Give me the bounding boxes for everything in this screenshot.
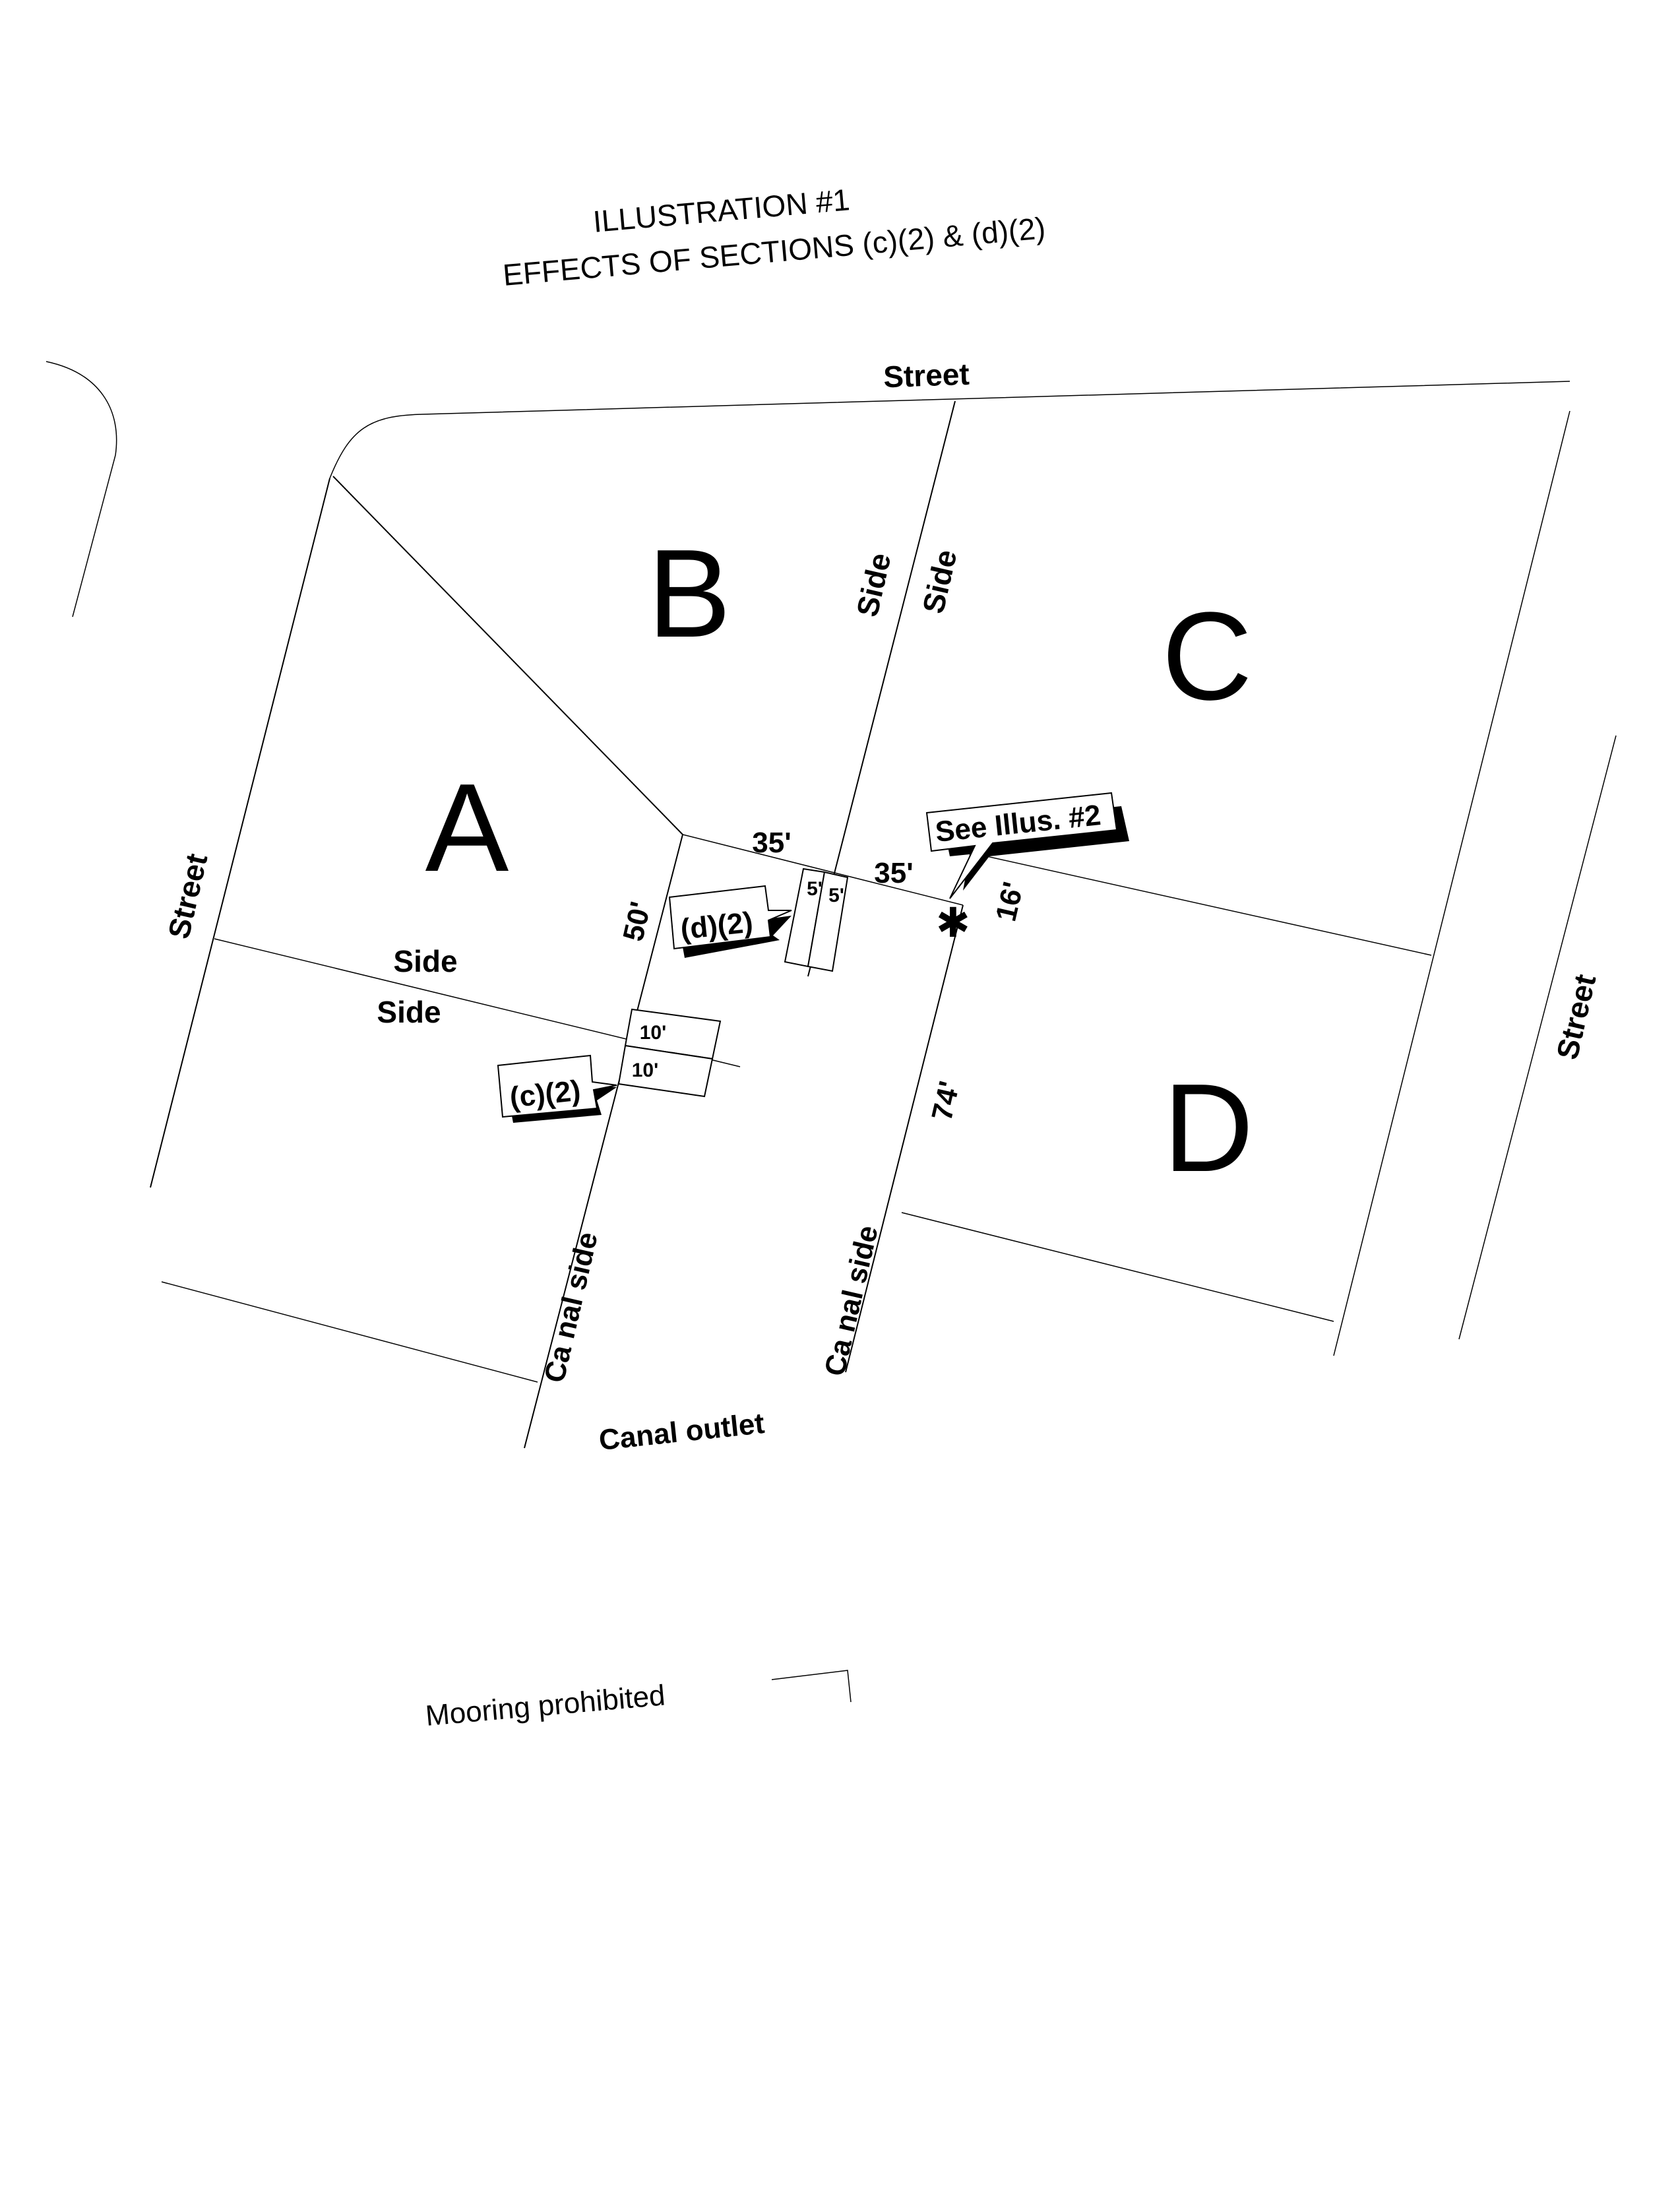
right-lot-boundary — [1333, 410, 1570, 1356]
callout-c2-label: (c)(2) — [508, 1075, 582, 1114]
top-street-label: Street — [883, 357, 970, 395]
dimension-35ft-right: 35' — [874, 857, 913, 889]
side-label-lower-lot: Side — [377, 995, 441, 1029]
left-street-edge — [150, 478, 330, 1188]
left-canal-side-label: Ca nal side — [538, 1229, 604, 1385]
upper-left-street-curve — [46, 361, 117, 617]
side-label-lot-b: Side — [850, 550, 898, 619]
lot-c-d-boundary — [962, 850, 1432, 956]
mooring-zone-d2-right — [807, 871, 849, 972]
callout-c2: (c)(2) — [497, 1054, 617, 1123]
dimension-50ft: 50' — [617, 899, 657, 944]
mooring-zone-c2-lower — [617, 1044, 714, 1098]
side-label-lot-a: Side — [393, 944, 457, 978]
lot-b-c-front-line — [682, 834, 964, 906]
lot-d-lower-boundary — [901, 1212, 1334, 1322]
dimension-35ft-left: 35' — [752, 827, 791, 859]
side-label-lot-c: Side — [916, 546, 964, 616]
lot-a-b-boundary — [332, 476, 683, 835]
dimension-10ft-lower: 10' — [632, 1059, 659, 1081]
dimension-5ft-right: 5' — [828, 885, 844, 906]
legend-mooring-symbol — [771, 1670, 852, 1703]
callout-see-illus-box — [925, 792, 1118, 899]
diagram-title: ILLUSTRATION #1 EFFECTS OF SECTIONS (c)(… — [501, 182, 1047, 292]
lot-c-label: C — [1162, 586, 1252, 726]
legend: Mooring prohibited — [424, 1670, 852, 1732]
left-canal-side — [524, 834, 683, 1449]
right-canal-side — [845, 904, 964, 1373]
right-street-label: Street — [1549, 971, 1602, 1063]
right-canal-side-label: Ca nal side — [819, 1222, 885, 1379]
lot-a-label: A — [425, 758, 509, 898]
mooring-zone-c2: 10' 10' — [617, 1008, 722, 1098]
callout-c2-box — [497, 1054, 617, 1118]
top-street-edge — [329, 381, 1570, 479]
dimension-16ft: 16' — [989, 879, 1030, 924]
reference-point-marker: ✱ — [936, 899, 970, 947]
callout-d2-box — [668, 885, 792, 950]
left-street-label: Street — [161, 850, 214, 942]
lot-b-label: B — [648, 524, 731, 664]
callout-see-illus-2: See Illus. #2 — [925, 792, 1129, 899]
dimension-10ft-upper: 10' — [640, 1022, 667, 1044]
callout-d2: (d)(2) — [668, 885, 792, 958]
dimension-5ft-left: 5' — [807, 878, 823, 900]
mooring-zone-d2: 5' 5' — [784, 868, 849, 972]
callout-d2-label: (d)(2) — [679, 906, 754, 945]
legend-label: Mooring prohibited — [424, 1679, 666, 1732]
lower-left-lot-boundary — [161, 1281, 538, 1383]
lot-d-label: D — [1163, 1058, 1253, 1198]
canal-outlet-label: Canal outlet — [598, 1407, 766, 1457]
dimension-74ft: 74' — [925, 1078, 966, 1123]
right-street-edge — [1458, 735, 1617, 1340]
